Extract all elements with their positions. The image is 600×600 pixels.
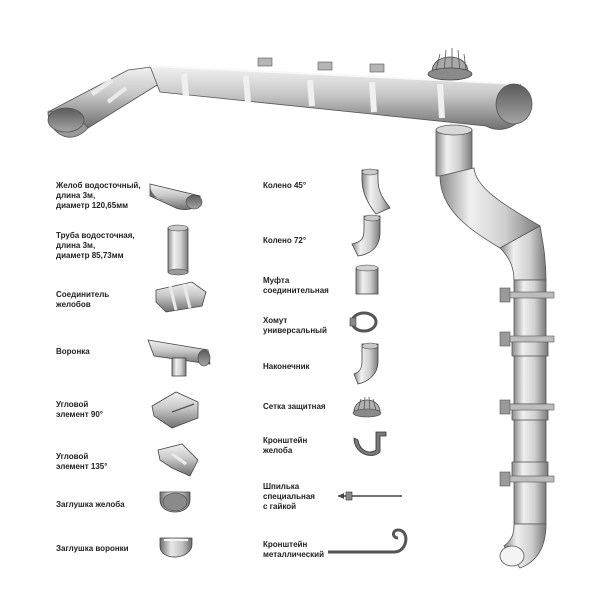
assembled-downpipe [435,124,555,569]
part-gutter-bracket-icon [353,431,387,456]
label-gutter-connector: Соединитель желобов [56,290,110,309]
label-coupling: Муфта соединительная [263,276,329,295]
part-coupling-icon [355,264,379,295]
assembled-gutter-system [47,48,555,569]
label-corner-90: Угловой элемент 90° [56,400,103,419]
label-gutter-bracket: Кронштейн желоба [263,436,308,455]
part-elbow-45-icon [361,168,391,215]
label-elbow-45: Колено 45° [263,181,307,190]
part-funnel-icon [147,339,211,377]
label-outlet: Наконечник [263,362,310,371]
label-clamp: Хомут универсальный [263,316,327,335]
part-corner-90-icon [151,391,199,429]
part-funnel-cap-icon [159,537,193,558]
part-mesh-icon [352,396,382,418]
part-pipe-icon [167,224,189,276]
part-metal-bracket-icon [328,528,408,554]
part-stud-icon [338,491,402,501]
assembled-gutter-left [47,65,163,138]
label-gutter: Желоб водосточный, длина 3м, диаметр 120… [56,181,141,210]
label-elbow-72: Колено 72° [263,236,307,245]
label-mesh: Сетка защитная [263,402,326,411]
part-elbow-72-icon [351,214,381,257]
label-funnel: Воронка [56,347,90,356]
part-gutter-icon [149,183,203,210]
part-gutter-connector-icon [155,281,207,313]
part-outlet-icon [353,342,379,385]
part-corner-135-icon [157,443,199,477]
label-corner-135: Угловой элемент 135° [56,452,108,471]
label-pipe: Труба водосточная, длина 3м, диаметр 85,… [56,231,135,260]
assembled-mesh [427,48,473,81]
label-metal-bracket: Кронштейн металлический [263,540,324,559]
label-funnel-cap: Заглушка воронки [56,544,129,553]
label-gutter-cap: Заглушка желоба [56,500,125,509]
assembled-gutter-main [149,57,533,130]
part-clamp-icon [349,311,378,333]
label-stud: Шпилька специальная с гайкой [263,482,315,511]
part-gutter-cap-icon [159,491,191,513]
